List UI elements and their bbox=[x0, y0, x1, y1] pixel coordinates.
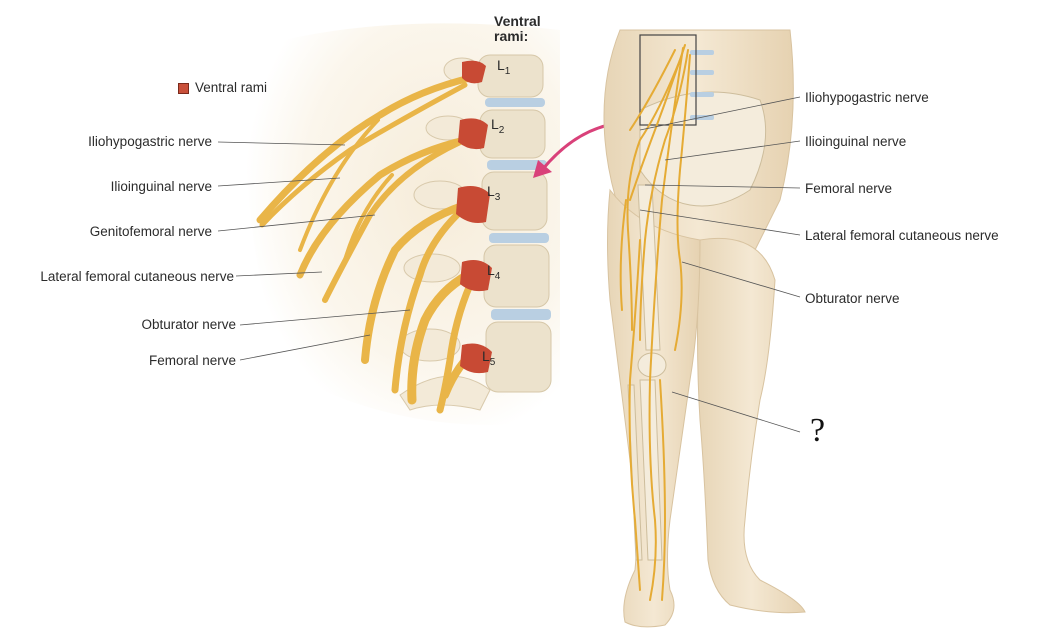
label-right-iliohypogastric: Iliohypogastric nerve bbox=[805, 90, 929, 105]
label-left-obturator: Obturator nerve bbox=[141, 317, 236, 332]
arrow-head bbox=[533, 160, 552, 178]
spine-detail bbox=[217, 23, 560, 425]
label-left-lateral-femoral-cutaneous: Lateral femoral cutaneous nerve bbox=[40, 269, 234, 284]
label-right-ilioinguinal: Ilioinguinal nerve bbox=[805, 134, 907, 149]
vertebra-label-l3: L3 bbox=[487, 183, 501, 203]
legend-swatch bbox=[178, 82, 189, 94]
legend-label: Ventral rami bbox=[195, 80, 268, 95]
inset-box bbox=[639, 34, 697, 126]
legend: Ventral rami bbox=[178, 80, 267, 96]
leg-nerves bbox=[619, 44, 691, 601]
label-right-lateral-femoral-cutaneous: Lateral femoral cutaneous nerve bbox=[805, 228, 999, 243]
ventral-rami-header: Ventral rami: bbox=[494, 14, 541, 44]
vertebra-label-l2: L2 bbox=[491, 116, 505, 136]
right-leg bbox=[697, 237, 806, 614]
label-left-genitofemoral: Genitofemoral nerve bbox=[89, 224, 212, 239]
vertebra-label-l1: L1 bbox=[497, 57, 511, 77]
label-right-femoral: Femoral nerve bbox=[805, 181, 893, 196]
lumbar-nerves bbox=[256, 74, 474, 414]
intervertebral-discs bbox=[485, 98, 551, 320]
header-line-2: rami: bbox=[494, 28, 529, 44]
label-left-ilioinguinal: Ilioinguinal nerve bbox=[110, 179, 212, 194]
label-right-unknown: ? bbox=[810, 412, 826, 449]
leader-lines-right bbox=[639, 96, 801, 433]
vertebra-label-l5: L5 bbox=[482, 348, 496, 368]
label-right-obturator: Obturator nerve bbox=[805, 291, 900, 306]
label-left-femoral: Femoral nerve bbox=[148, 353, 236, 368]
lower-body-figure bbox=[603, 29, 806, 628]
header-line-1: Ventral bbox=[494, 13, 541, 29]
label-left-iliohypogastric: Iliohypogastric nerve bbox=[88, 134, 212, 149]
vertebra-label-l4: L4 bbox=[487, 262, 501, 282]
ventral-rami-roots bbox=[456, 60, 492, 374]
leader-lines-left bbox=[217, 141, 411, 361]
